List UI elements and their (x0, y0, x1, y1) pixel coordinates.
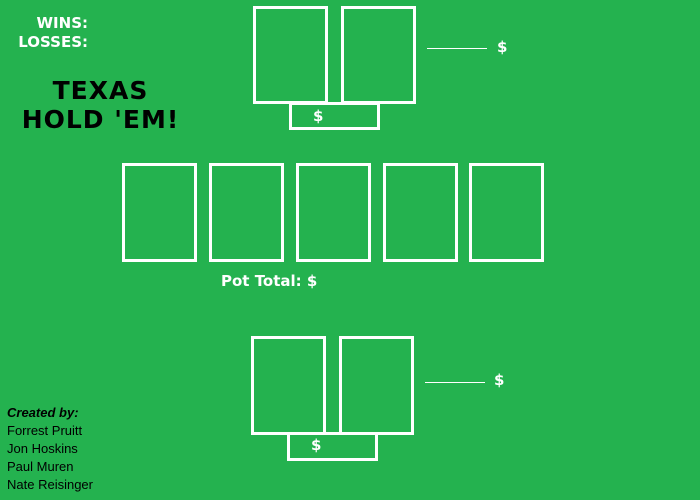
community-card-5 (469, 163, 544, 262)
losses-label: LOSSES: (18, 33, 88, 51)
community-card-1 (122, 163, 197, 262)
player-card-2 (339, 336, 414, 435)
credit-name: Nate Reisinger (7, 477, 93, 492)
pot-total: Pot Total: $ (221, 272, 318, 290)
opponent-card-2 (341, 6, 416, 104)
player-stack-line (425, 382, 485, 383)
player-bet-box (287, 432, 378, 461)
credit-name: Forrest Pruitt (7, 423, 83, 438)
wins-label: WINS: (36, 14, 88, 32)
player-stack-amount: $ (494, 371, 505, 389)
opponent-bet-box (289, 102, 380, 130)
community-card-4 (383, 163, 458, 262)
player-card-1 (251, 336, 326, 435)
game-title-line2: HOLD 'EM! (21, 105, 180, 134)
community-card-2 (209, 163, 284, 262)
opponent-card-1 (253, 6, 328, 104)
player-bet-amount: $ (311, 436, 322, 454)
credit-name: Jon Hoskins (7, 441, 78, 456)
opponent-stack-amount: $ (497, 38, 508, 56)
credit-name: Paul Muren (7, 459, 74, 474)
game-title-line1: TEXAS (52, 76, 149, 105)
credits-heading: Created by: (7, 405, 79, 420)
opponent-stack-line (427, 48, 487, 49)
opponent-bet-amount: $ (313, 107, 324, 125)
community-card-3 (296, 163, 371, 262)
